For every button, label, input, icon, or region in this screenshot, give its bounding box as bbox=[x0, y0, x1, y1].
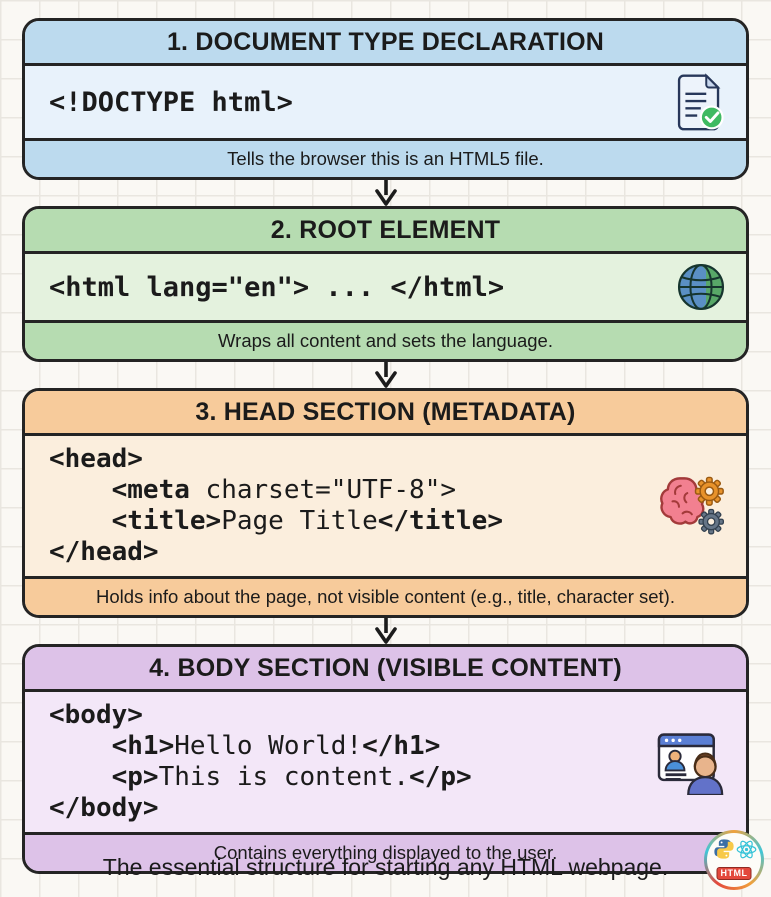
code-line: <meta charset="UTF-8"> bbox=[111, 475, 457, 505]
step-title: 2. ROOT ELEMENT bbox=[25, 209, 746, 254]
code-row: <html lang="en"> ... </html> bbox=[25, 254, 746, 320]
python-icon bbox=[714, 839, 734, 859]
react-atom-icon bbox=[736, 840, 757, 859]
footer-text: The essential structure for starting any… bbox=[102, 853, 669, 880]
step-title: 3. HEAD SECTION (METADATA) bbox=[25, 391, 746, 436]
flow-stack: 1. DOCUMENT TYPE DECLARATION <!DOCTYPE h… bbox=[22, 18, 749, 874]
footer: The essential structure for starting any… bbox=[0, 837, 771, 897]
code-line: <html lang="en"> ... </html> bbox=[49, 271, 505, 303]
down-arrow-icon bbox=[22, 362, 749, 388]
step-caption: Tells the browser this is an HTML5 file. bbox=[25, 138, 746, 177]
tech-logos-badge: HTML bbox=[704, 830, 764, 890]
globe-icon bbox=[674, 260, 728, 314]
code-line: </head> bbox=[49, 537, 159, 567]
step-box-head-section: 3. HEAD SECTION (METADATA) <head> <meta … bbox=[22, 388, 749, 618]
code-block: <body> <h1>Hello World!</h1> <p>This is … bbox=[49, 700, 472, 824]
step-title: 1. DOCUMENT TYPE DECLARATION bbox=[25, 21, 746, 66]
badge-inner: HTML bbox=[707, 833, 761, 887]
document-check-icon bbox=[670, 72, 728, 132]
code-line: <!DOCTYPE html> bbox=[49, 86, 293, 118]
down-arrow-icon bbox=[22, 618, 749, 644]
step-caption: Wraps all content and sets the language. bbox=[25, 320, 746, 359]
step-box-doctype: 1. DOCUMENT TYPE DECLARATION <!DOCTYPE h… bbox=[22, 18, 749, 180]
code-block: <head> <meta charset="UTF-8"> <title>Pag… bbox=[49, 444, 503, 568]
code-line: </body> bbox=[49, 793, 159, 823]
code-row: <!DOCTYPE html> bbox=[25, 66, 746, 138]
brain-gears-icon bbox=[652, 471, 728, 541]
code-line: <title>Page Title</title> bbox=[111, 506, 503, 536]
code-line: <h1>Hello World!</h1> bbox=[111, 731, 441, 761]
down-arrow-icon bbox=[22, 180, 749, 206]
step-title: 4. BODY SECTION (VISIBLE CONTENT) bbox=[25, 647, 746, 692]
code-line: <head> bbox=[49, 444, 143, 474]
code-row: <body> <h1>Hello World!</h1> <p>This is … bbox=[25, 692, 746, 832]
code-block: <html lang="en"> ... </html> bbox=[49, 272, 504, 303]
browser-user-icon bbox=[656, 729, 728, 795]
step-box-body-section: 4. BODY SECTION (VISIBLE CONTENT) <body>… bbox=[22, 644, 749, 874]
step-box-root-element: 2. ROOT ELEMENT <html lang="en"> ... </h… bbox=[22, 206, 749, 362]
step-caption: Holds info about the page, not visible c… bbox=[25, 576, 746, 615]
code-row: <head> <meta charset="UTF-8"> <title>Pag… bbox=[25, 436, 746, 576]
html-badge: HTML bbox=[716, 867, 752, 880]
code-line: <p>This is content.</p> bbox=[111, 762, 472, 792]
code-line: <body> bbox=[49, 700, 143, 730]
step-caption: Contains everything displayed to the use… bbox=[25, 832, 746, 871]
code-block: <!DOCTYPE html> bbox=[49, 87, 293, 118]
